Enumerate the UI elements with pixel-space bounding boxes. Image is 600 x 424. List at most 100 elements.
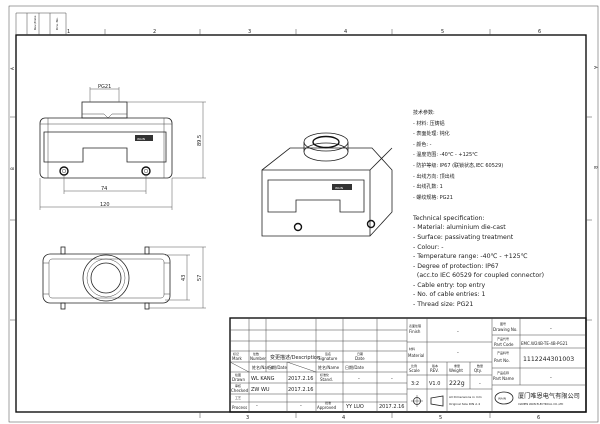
- title-block-material-cn: 材料: [409, 346, 415, 351]
- zone-top-2: 2: [153, 29, 156, 35]
- zone-right-a: A: [593, 66, 598, 69]
- spec-cn-lines-7: - 螺纹规格: PG21: [413, 194, 453, 201]
- title-block-drawing-no-cn: 图号: [500, 321, 506, 326]
- drawn-name: WL KANG: [251, 376, 275, 382]
- spec-cn-lines-5: - 出线方向: 顶出线: [413, 173, 455, 180]
- screw-icon: [59, 166, 69, 176]
- spec-cn-lines-1: - 表面处理: 钝化: [413, 130, 450, 137]
- title-block: 标记 Mark 处数 Number 变更描述/Description 签名 Si…: [229, 317, 587, 413]
- title-block-part-code-cn: 产品代号: [497, 336, 509, 341]
- corner-box-drw: Drw. No.: [55, 17, 59, 30]
- part-no-value: 1112244301003: [523, 356, 574, 363]
- spec-en-title: Technical specification:: [412, 215, 484, 222]
- drawn-date: 2017.2.16: [288, 376, 313, 382]
- projection-symbol-icon: [411, 395, 444, 407]
- title-block-date-cn: 日期: [357, 351, 363, 356]
- title-block-process-name: -: [256, 403, 258, 409]
- title-block-part-name-cn: 产品名称: [497, 370, 509, 375]
- title-block-logo: WAIN: [498, 397, 506, 401]
- finish-value: -: [457, 329, 459, 335]
- spec-en-lines-5: (acc.to IEC 60529 for coupled connector): [413, 272, 544, 279]
- spec-en-lines-3: - Temperature range: -40℃ - +125℃: [413, 253, 528, 260]
- part-name-value: -: [550, 375, 552, 381]
- spec-en-lines-8: - Thread size: PG21: [413, 301, 473, 308]
- spec-en-lines-2: - Colour: -: [413, 244, 443, 251]
- zone-top-6: 6: [538, 29, 541, 35]
- spec-en-lines-1: - Surface: passivating treatment: [413, 234, 514, 241]
- spec-en-lines-0: - Material: aluminium die-cast: [413, 224, 506, 231]
- zone-bottom-4: 4: [342, 415, 345, 421]
- title-block-stand-cn: 标准化: [320, 372, 329, 377]
- title-block-date-1: 日期/Date: [268, 364, 287, 370]
- part-code-value: EMC.W24B-TE-4B-PG21: [521, 341, 568, 346]
- qty-value: -: [479, 381, 481, 387]
- part-code-label: Part Code: [494, 342, 514, 347]
- title-block-approved-cn: 批准: [325, 400, 331, 405]
- dim-note-2: Original Size DIN A 4: [449, 402, 480, 406]
- rev-value: V1.0: [429, 381, 440, 387]
- zone-top-1: 1: [67, 29, 70, 35]
- company-name-en: XIAMEN WAIN ELECTRICAL CO.,LTD: [518, 402, 563, 406]
- dim-pg21: PG21: [98, 84, 111, 90]
- spec-en-lines-7: - No. of cable entries: 1: [413, 291, 485, 298]
- bottom-view: 43 57: [42, 246, 206, 310]
- mark-cn: 标记: [233, 351, 239, 356]
- title-block-drawn-cn: 绘图: [235, 372, 241, 377]
- scale-value: 3:2: [411, 381, 419, 387]
- part-no-label: Part No.: [494, 358, 510, 363]
- screw-icon: [366, 219, 376, 229]
- spec-cn-lines-4: - 防护等级: IP67 (联锁状态,IEC 60529): [413, 162, 503, 169]
- title-block-name-date-1: 姓名/Name: [252, 364, 274, 370]
- material-label: Material: [408, 353, 424, 358]
- zone-left-a: A: [10, 67, 15, 70]
- company-name-cn: 厦门唯恩电气有限公司: [518, 392, 580, 400]
- approved-date: 2017.2.16: [379, 404, 404, 410]
- spec-cn-lines-6: - 出线孔数: 1: [413, 183, 443, 190]
- dim-screw-spacing: 74: [101, 186, 107, 192]
- zone-bottom-5: 5: [439, 415, 442, 421]
- brand-plate: [135, 135, 153, 141]
- spec-cn-lines-0: - 材料: 压铸铝: [413, 120, 445, 127]
- checked-label: Checked: [231, 388, 249, 393]
- approved-label: Approved: [317, 405, 337, 410]
- spec-en-lines-6: - Cable entry: top entry: [413, 282, 485, 289]
- rev-label: REV.: [430, 368, 439, 373]
- spec-en-lines-4: - Degree of protection: IP67: [413, 263, 499, 270]
- approved-name: YY LUO: [345, 404, 364, 410]
- dim-note-1: All Dimensions in mm: [449, 395, 482, 399]
- dim-inner: 43: [181, 275, 187, 281]
- zone-bottom-3: 3: [246, 415, 249, 421]
- isometric-view: WAIN: [261, 132, 393, 237]
- dim-width: 120: [100, 202, 110, 208]
- screw-icon: [141, 166, 151, 176]
- front-view: WAIN PG21 89.5 74 120: [39, 84, 206, 210]
- drawn-label: Drawn: [232, 377, 245, 382]
- spec-cn-lines-3: - 温度范围: -40℃ - +125℃: [413, 151, 478, 158]
- spec-cn-title: 技术参数:: [413, 109, 435, 116]
- screw-icon: [293, 222, 303, 232]
- number-label: Number: [250, 356, 266, 361]
- title-block-weight-cn: 重量: [454, 363, 460, 368]
- title-block-rev-cn: 版本: [432, 363, 438, 368]
- spec-english: Technical specification: - Material: alu…: [412, 215, 544, 308]
- zone-top-4: 4: [344, 29, 347, 35]
- zone-bottom-6: 6: [537, 415, 540, 421]
- title-block-part-no-cn: 产品料号: [497, 350, 509, 355]
- title-block-number-cn: 处数: [253, 351, 259, 356]
- drawing-no-value: -: [550, 326, 552, 332]
- title-block-process-cn: 工艺: [235, 395, 241, 400]
- corner-box-rev: Rev./Date: [33, 15, 37, 30]
- zone-right-b: B: [593, 166, 598, 169]
- weight-value: 222g: [449, 380, 465, 387]
- part-name-label: Part Name: [493, 376, 515, 381]
- company-logo: WAIN: [494, 391, 514, 405]
- title-block-signature-cn: 签名: [325, 351, 331, 356]
- title-block-stand-name: -: [358, 376, 360, 382]
- weight-label: Weight: [449, 368, 463, 373]
- mark-label: Mark: [232, 356, 243, 361]
- iso-view-brand: WAIN: [335, 186, 343, 190]
- dim-outer: 57: [197, 275, 203, 281]
- qty-label: Qty.: [474, 368, 482, 373]
- outer-frame: [8, 5, 599, 423]
